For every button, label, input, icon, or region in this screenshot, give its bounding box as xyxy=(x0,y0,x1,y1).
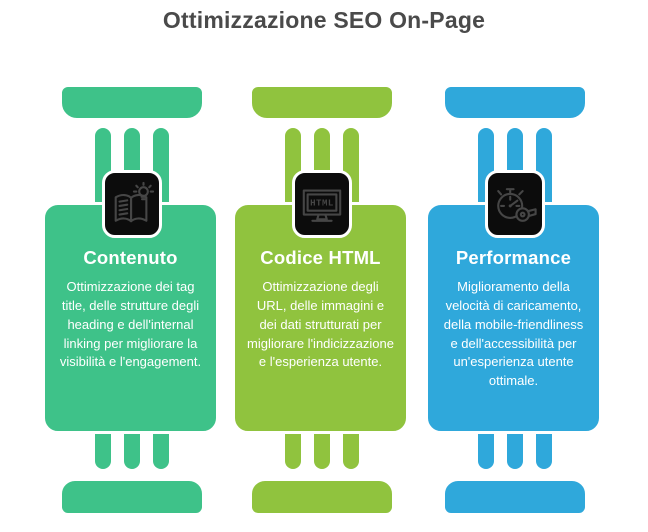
pillar-outline-left xyxy=(457,121,462,204)
pillar-bar xyxy=(314,433,330,469)
pillar-outline-left xyxy=(74,121,79,204)
pillar-bar xyxy=(153,433,169,469)
pillar-outline-left xyxy=(457,433,462,478)
pillar-bar xyxy=(507,433,523,469)
card-body: Ottimizzazione degli URL, delle immagini… xyxy=(247,279,394,370)
pillar-outline-left xyxy=(264,433,269,478)
pillar-outline-right xyxy=(568,121,573,204)
pillar-outline-left xyxy=(264,121,269,204)
pillar-column-contenuto: Contenuto Ottimizzazione dei tag title, … xyxy=(42,84,222,516)
pillar-outline-right xyxy=(185,121,190,204)
card-body: Miglioramento della velocità di caricame… xyxy=(443,279,584,389)
pillar-base-cap xyxy=(249,478,395,516)
card-heading: Codice HTML xyxy=(260,247,381,268)
pillar-bar xyxy=(343,433,359,469)
pillar-bar xyxy=(124,433,140,469)
codice-html-card: Codice HTML Ottimizzazione degli URL, de… xyxy=(232,202,409,434)
pillar-column-codice-html: HTML Codice HTML Ottimizzazione degli UR… xyxy=(232,84,412,516)
pillar-base-cap xyxy=(442,478,588,516)
pillar-bar xyxy=(478,433,494,469)
pillar-outline-left xyxy=(74,433,79,478)
pillar-bar xyxy=(285,433,301,469)
open-book-lightbulb-icon xyxy=(114,181,155,223)
performance-card: Performance Miglioramento della velocità… xyxy=(425,202,602,434)
card-heading: Performance xyxy=(455,247,572,268)
pillar-top-cap xyxy=(59,84,205,121)
page-title: Ottimizzazione SEO On-Page xyxy=(162,7,486,33)
pillar-outline-right xyxy=(568,433,573,478)
pillar-outline-right xyxy=(375,433,380,478)
pillar-base-cap xyxy=(59,478,205,516)
svg-text:HTML: HTML xyxy=(310,197,334,208)
pillar-outline-right xyxy=(375,121,380,204)
card-body: Ottimizzazione dei tag title, delle stru… xyxy=(59,279,202,370)
pillar-outline-right xyxy=(185,433,190,478)
contenuto-card: Contenuto Ottimizzazione dei tag title, … xyxy=(42,202,219,434)
pillar-top-cap xyxy=(249,84,395,121)
pillar-bar xyxy=(536,433,552,469)
pillar-top-cap xyxy=(442,84,588,121)
codice-html-icon-box: HTML xyxy=(292,170,352,238)
html-monitor-icon: HTML xyxy=(302,189,342,222)
pillar-column-performance: Performance Miglioramento della velocità… xyxy=(425,84,605,516)
performance-icon-box xyxy=(485,170,545,238)
card-heading: Contenuto xyxy=(83,247,178,268)
stopwatch-whistle-icon xyxy=(497,188,537,222)
contenuto-icon-box xyxy=(102,170,162,238)
pillar-bar xyxy=(95,433,111,469)
